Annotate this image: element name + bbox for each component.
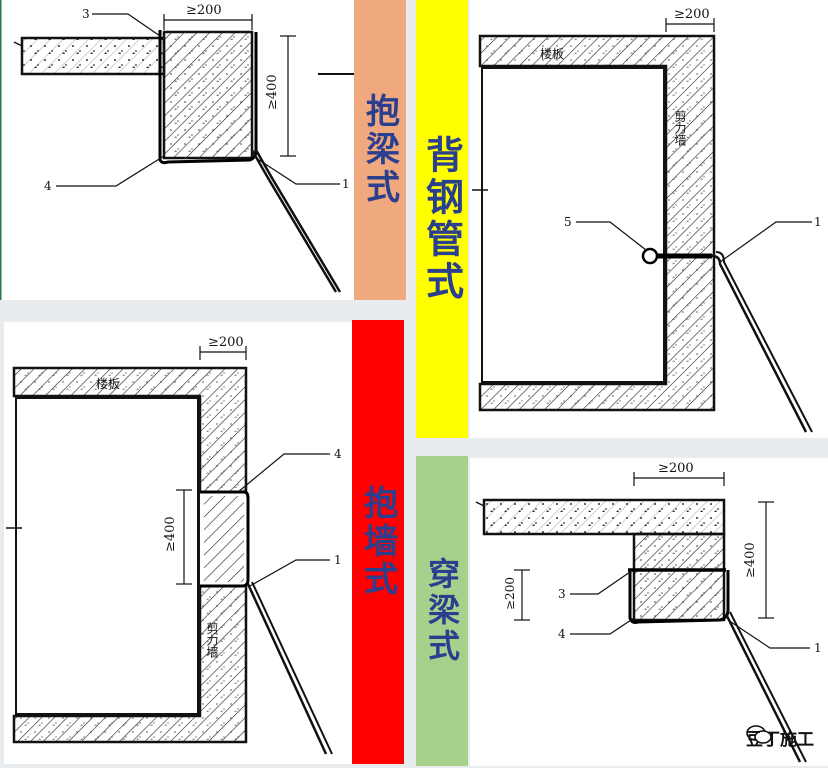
callout-3: 3	[82, 7, 90, 21]
brace-rod	[246, 583, 328, 755]
callout-1: 1	[814, 641, 822, 655]
callout-4: 4	[44, 179, 52, 193]
dim-width-label: ≥200	[186, 3, 222, 18]
callout-4: 4	[334, 447, 342, 461]
watermark: 豆丁施工	[746, 725, 814, 750]
callout-1: 1	[334, 553, 342, 567]
structure-walls	[478, 34, 716, 412]
slab-label: 楼板	[96, 376, 120, 391]
label-through-beam: 穿梁式	[416, 456, 468, 766]
callout-1: 1	[342, 177, 350, 191]
wall-label: 剪力墙	[673, 109, 687, 147]
dim-height-label: ≥400	[163, 516, 178, 552]
label-hold-wall: 抱墙式	[352, 320, 404, 764]
slab	[482, 498, 726, 536]
dim-height-label: ≥400	[265, 74, 280, 110]
beam	[162, 30, 254, 160]
panel-hold-beam: ≥200 ≥400 3 4 1	[0, 0, 354, 300]
steel-pipe	[641, 247, 659, 265]
callout-5: 5	[564, 215, 572, 229]
wechat-icon	[746, 725, 772, 744]
steel-hoop	[158, 30, 258, 165]
dim-width-label: ≥200	[674, 7, 710, 22]
callout-1: 1	[814, 215, 822, 229]
dim-width-label: ≥200	[208, 335, 244, 350]
label-back-pipe: 背钢管式	[416, 0, 468, 438]
callout-4: 4	[558, 627, 566, 641]
dim-height-right-label: ≥400	[743, 542, 758, 578]
panel-through-beam: ≥200 ≥400 ≥200 3 4 1 豆丁施工	[470, 458, 828, 766]
panel-hold-wall: 楼板 剪力墙 ≥200 ≥400 4 1	[4, 322, 352, 764]
dim-height-left-label: ≥200	[503, 577, 517, 610]
slab	[20, 36, 166, 76]
wall-label: 剪力墙	[205, 621, 219, 659]
panel-back-pipe: 楼板 剪力墙 ≥200 5 1	[470, 0, 828, 438]
brace-rod	[724, 613, 802, 763]
beam	[632, 532, 726, 622]
brace-rod	[250, 149, 338, 293]
dim-width-label: ≥200	[658, 461, 694, 476]
callout-3: 3	[558, 587, 566, 601]
brace-rod	[711, 254, 808, 433]
label-hold-beam: 抱梁式	[354, 0, 406, 300]
slab-label: 楼板	[540, 46, 564, 61]
